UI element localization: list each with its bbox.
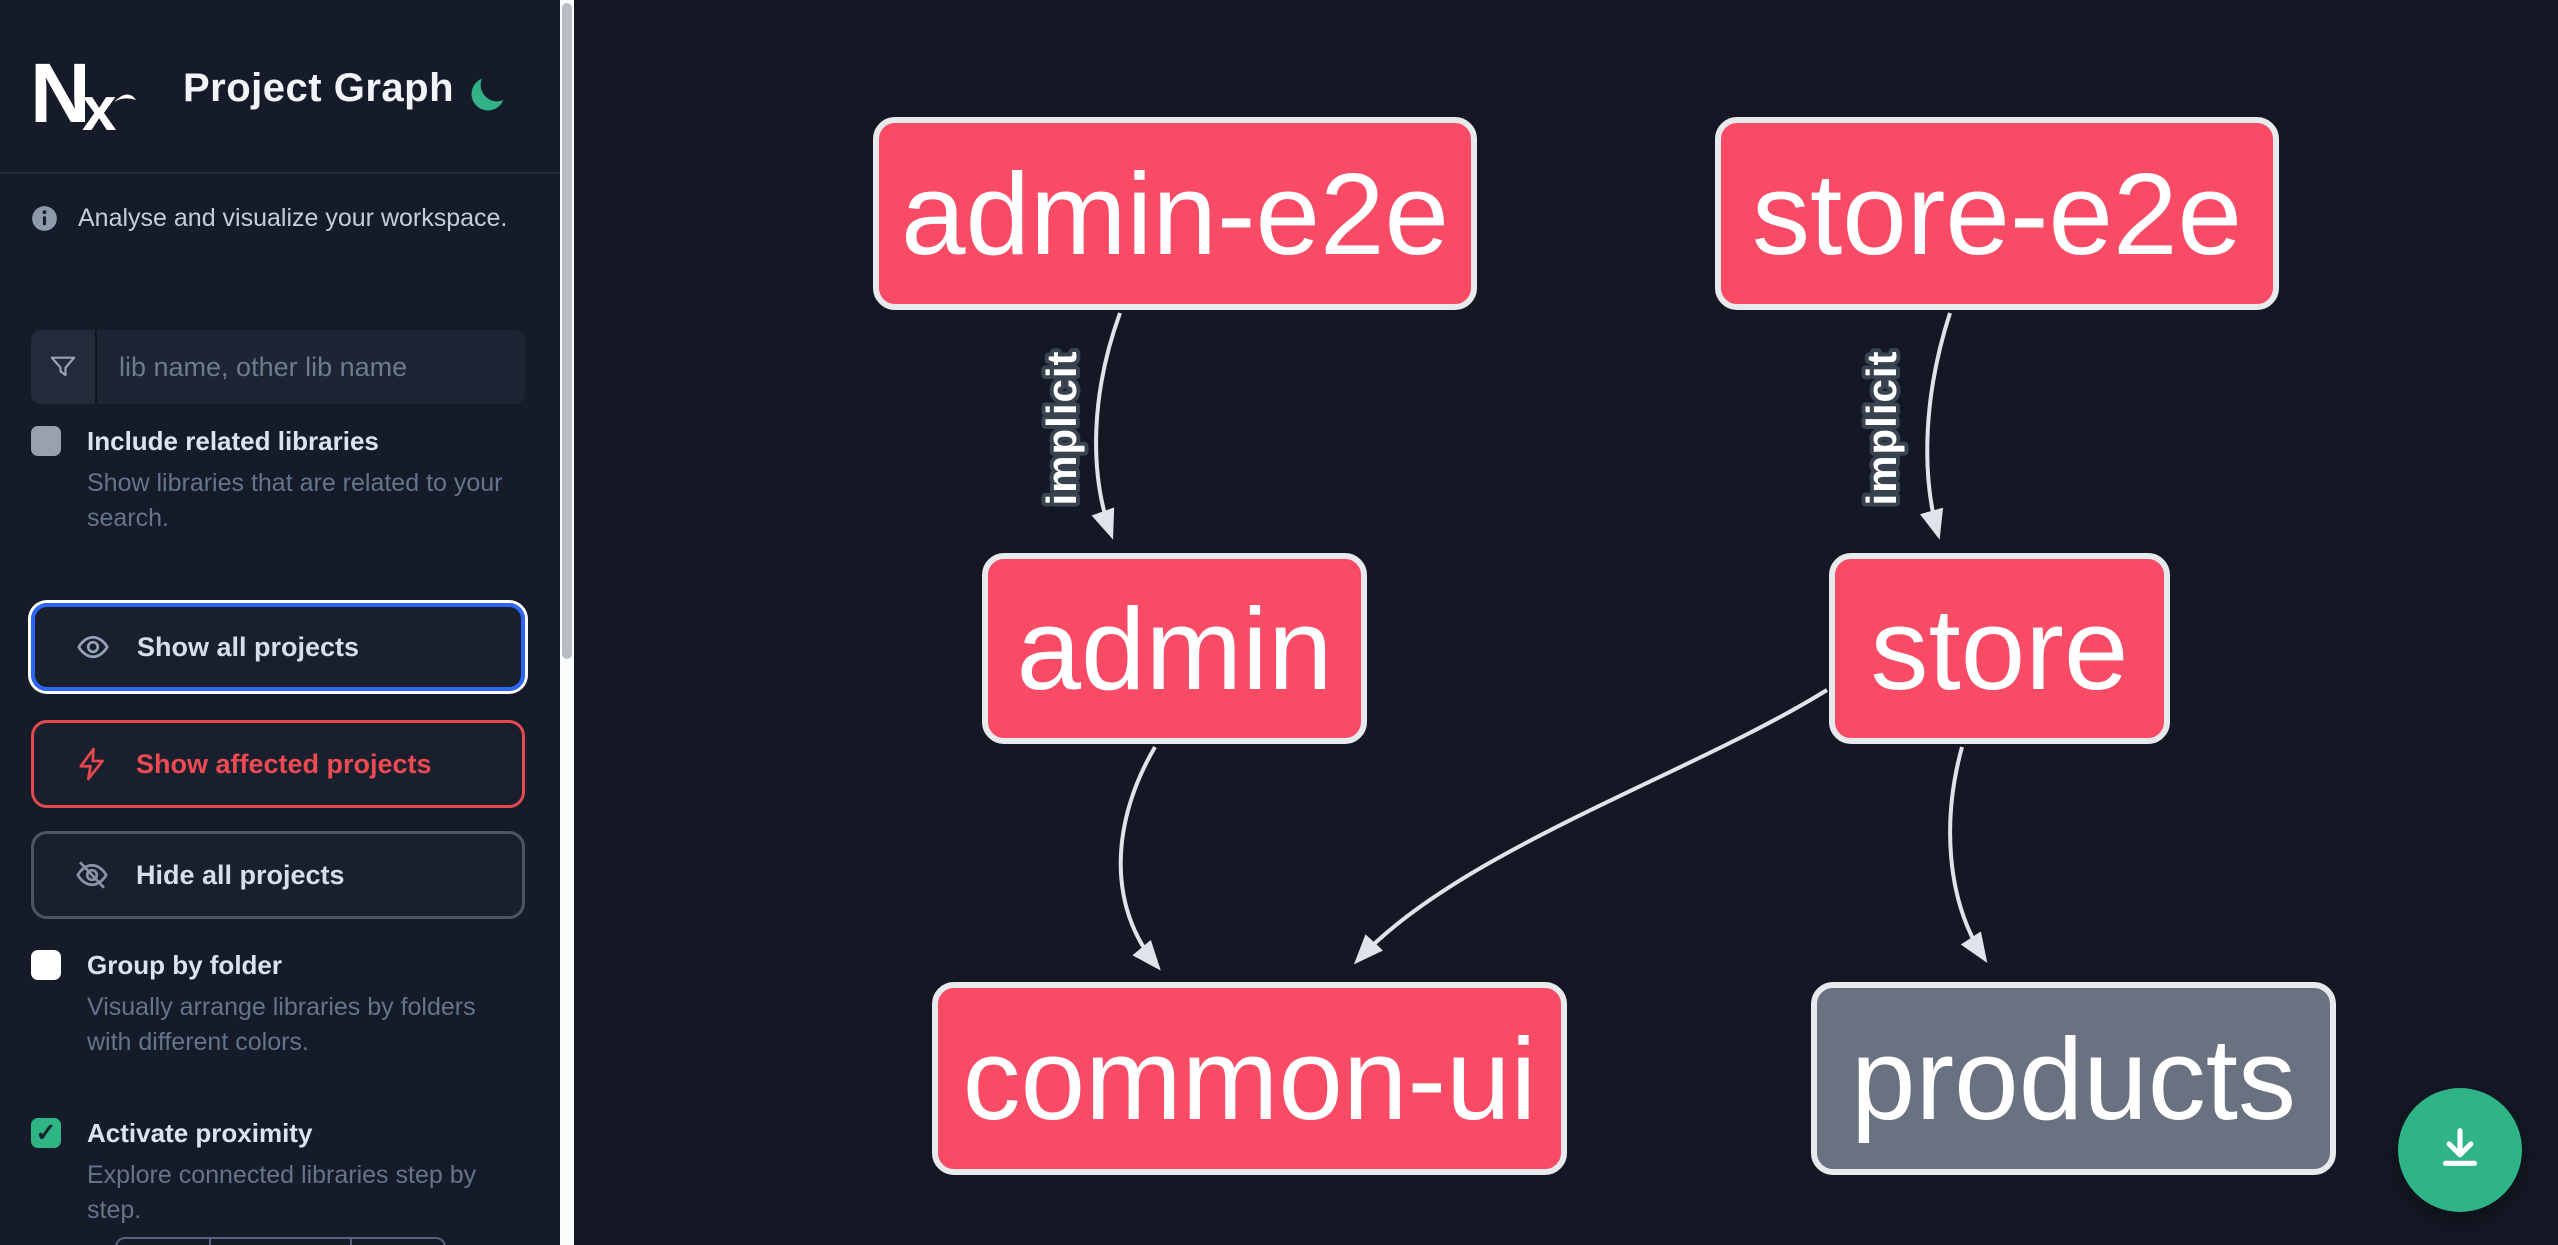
moon-icon[interactable]	[466, 72, 510, 116]
sidebar-header: N x Project Graph	[0, 0, 560, 174]
graph-node-admin-e2e[interactable]: admin-e2e	[873, 117, 1477, 310]
app-title: Project Graph	[183, 66, 455, 110]
toggle-label[interactable]: Group by folder	[87, 950, 282, 980]
hide-all-projects-button[interactable]: Hide all projects	[31, 831, 525, 919]
graph-node-products[interactable]: products	[1811, 982, 2336, 1175]
search-box	[31, 330, 525, 404]
toggle-description: Explore connected libraries step by step…	[87, 1161, 477, 1224]
toggle-description: Visually arrange libraries by folders wi…	[87, 993, 476, 1056]
proximity-stepper[interactable]	[115, 1237, 446, 1245]
download-icon	[2442, 1128, 2478, 1166]
bolt-icon	[74, 746, 110, 782]
workspace-tagline: Analyse and visualize your workspace.	[31, 204, 531, 233]
action-button-label: Show affected projects	[136, 748, 432, 779]
graph-node-store[interactable]: store	[1829, 553, 2170, 744]
sidebar-scrollbar-thumb[interactable]	[562, 3, 572, 659]
action-button-label: Show all projects	[137, 631, 360, 662]
graph-node-store-e2e[interactable]: store-e2e	[1715, 117, 2279, 310]
show-all-projects-button[interactable]: Show all projects	[31, 603, 525, 691]
activate-proximity-checkbox[interactable]: ✓	[31, 1118, 61, 1148]
filter-funnel-icon	[31, 330, 97, 404]
graph-node-common-ui[interactable]: common-ui	[932, 982, 1567, 1175]
proximity-increment[interactable]	[352, 1239, 444, 1245]
proximity-value	[211, 1239, 352, 1245]
eye-icon	[75, 629, 111, 665]
toggle-description: Show libraries that are related to your …	[87, 469, 503, 532]
group-by-folder-checkbox[interactable]	[31, 950, 61, 980]
save-image-button[interactable]	[2398, 1088, 2522, 1212]
show-affected-projects-button[interactable]: Show affected projects	[31, 720, 525, 808]
sidebar: N x Project Graph Analyse and visualize …	[0, 0, 560, 1245]
include-related-libraries-checkbox[interactable]	[31, 426, 61, 456]
svg-text:N: N	[30, 56, 91, 134]
search-input[interactable]	[97, 330, 525, 404]
tagline-text: Analyse and visualize your workspace.	[78, 204, 508, 232]
eye-slash-icon	[74, 857, 110, 893]
info-icon	[32, 206, 57, 231]
proximity-decrement[interactable]	[117, 1239, 212, 1245]
toggle-label[interactable]: Include related libraries	[87, 426, 379, 456]
nx-logo-icon: N x	[30, 56, 136, 134]
graph-node-admin[interactable]: admin	[982, 553, 1367, 744]
svg-text:x: x	[82, 75, 117, 134]
action-button-label: Hide all projects	[136, 859, 345, 890]
toggle-label[interactable]: Activate proximity	[87, 1118, 313, 1148]
